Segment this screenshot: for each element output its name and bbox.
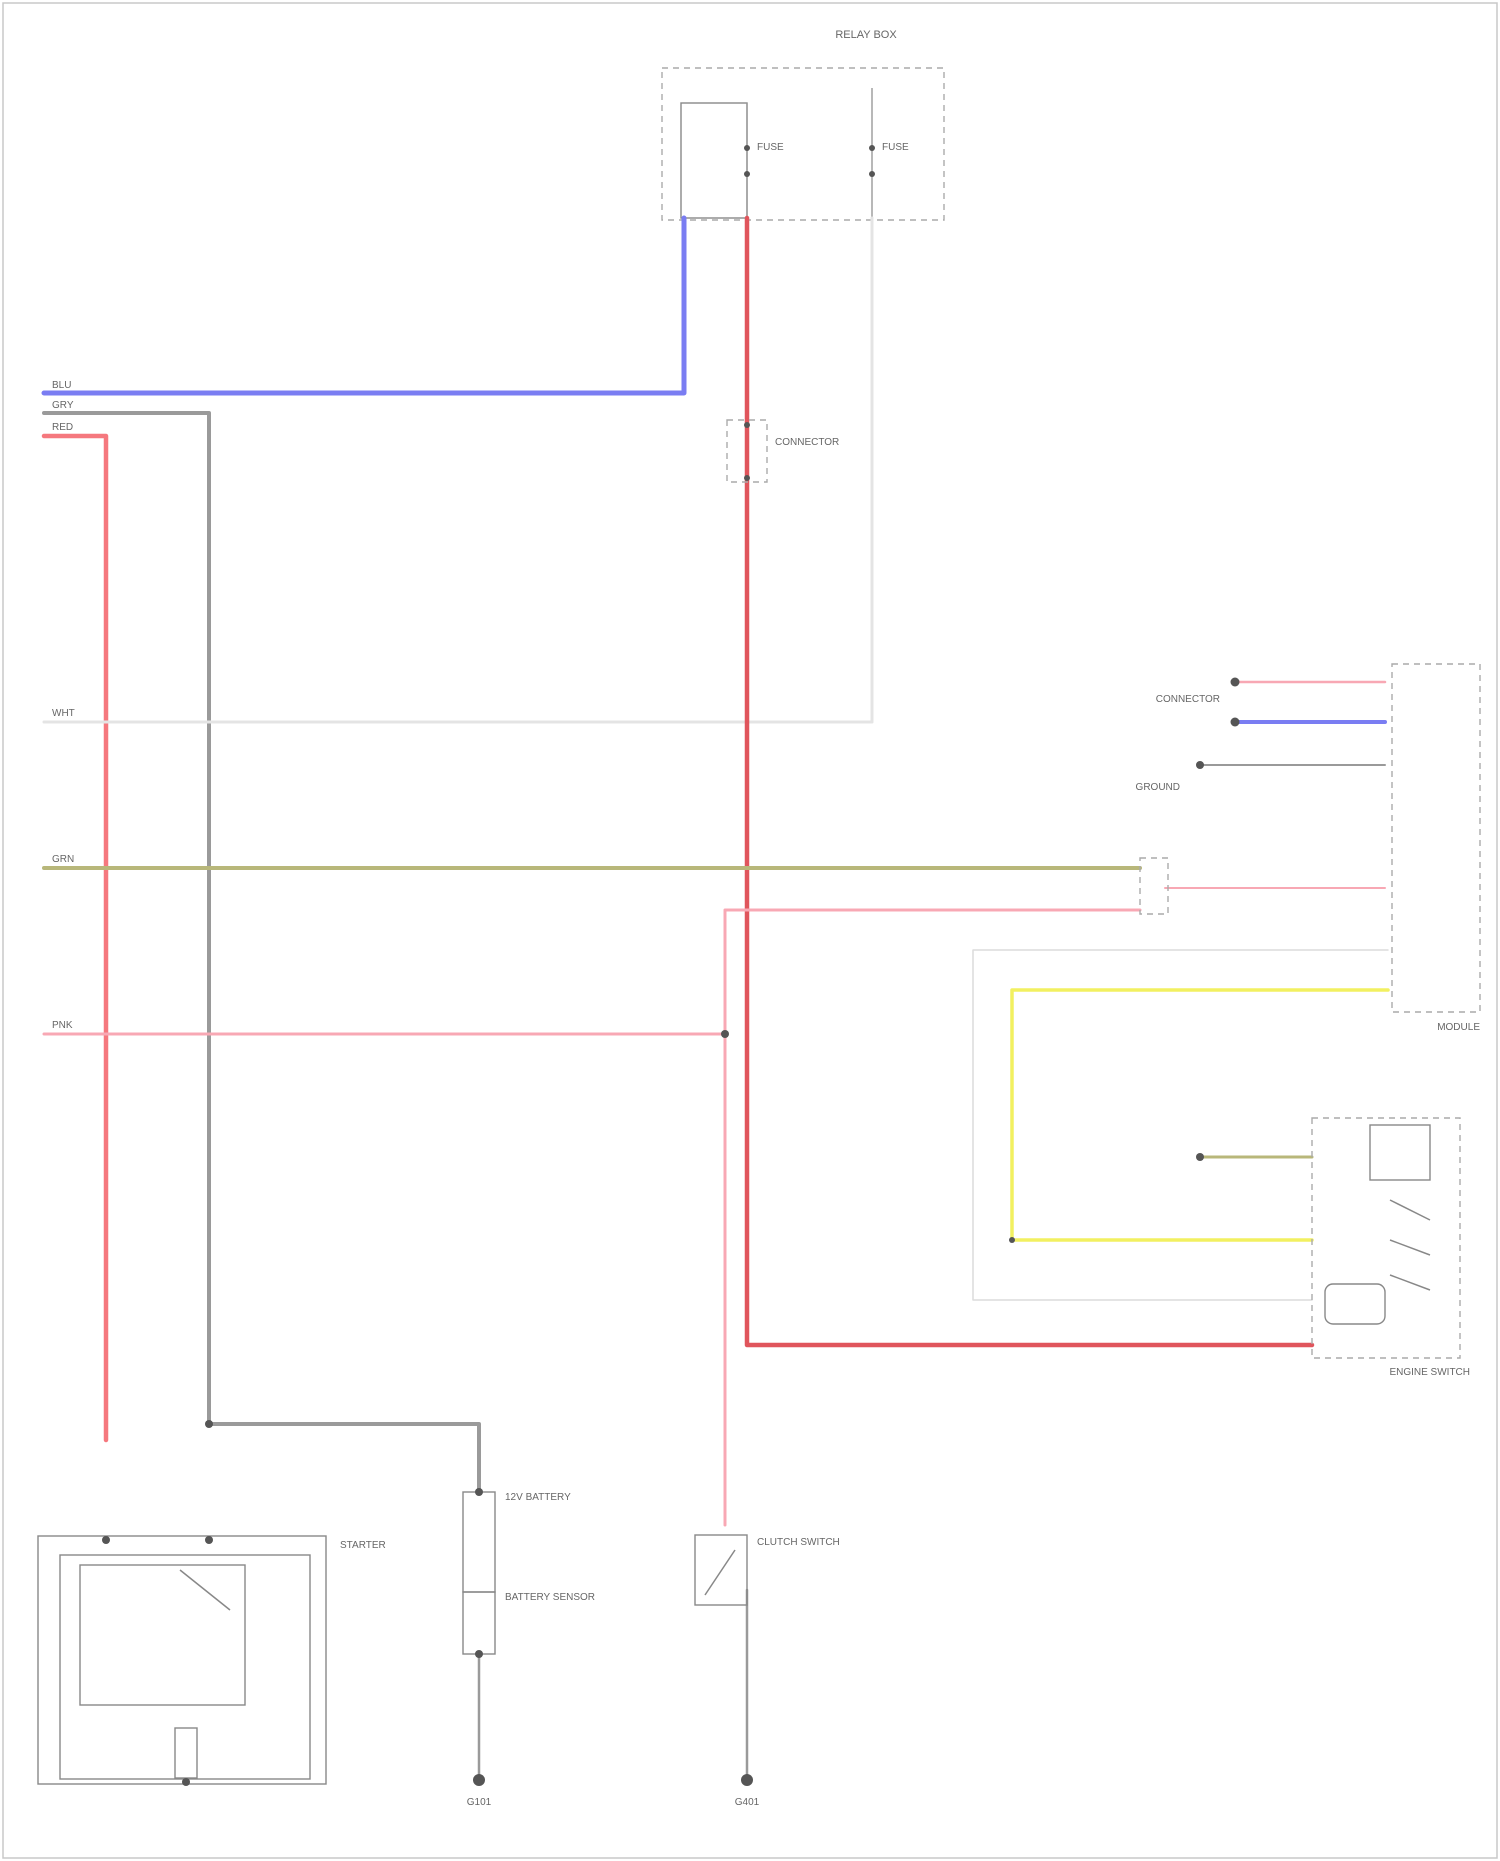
wire-red-center — [747, 218, 1312, 1345]
switch-motor — [1325, 1284, 1385, 1324]
starter-outline — [38, 1536, 326, 1784]
left-label-4: WHT — [52, 708, 75, 719]
ground-right: G401 — [735, 1774, 760, 1808]
left-label-2: GRY — [52, 400, 74, 411]
splice-gray — [205, 1420, 213, 1428]
fuse-b-label: FUSE — [882, 142, 909, 153]
switch-label: ENGINE SWITCH — [1389, 1367, 1470, 1378]
wire-pink-branch — [725, 910, 1140, 1525]
wire-blue — [44, 218, 684, 393]
battery-cells — [463, 1492, 495, 1592]
ground-left: G101 — [467, 1774, 492, 1808]
splice-pink — [721, 1030, 729, 1038]
clutch-switch: CLUTCH SWITCH — [695, 1535, 840, 1605]
relay-inner-box — [681, 103, 747, 218]
ground-right-label: G401 — [735, 1797, 760, 1808]
starter-label: STARTER — [340, 1540, 386, 1551]
switch-outline — [1312, 1118, 1460, 1358]
module-outline — [1392, 664, 1480, 1012]
fuse-a-label: FUSE — [757, 142, 784, 153]
clutch-label: CLUTCH SWITCH — [757, 1537, 840, 1548]
battery: 12V BATTERY BATTERY SENSOR — [463, 1488, 595, 1658]
left-label-1: BLU — [52, 380, 71, 391]
splice-yellow — [1009, 1237, 1015, 1243]
relay-box-title: RELAY BOX — [835, 29, 897, 41]
wire-lightgray — [973, 950, 1388, 1300]
module: MODULE CONNECTOR GROUND — [1136, 664, 1481, 1033]
right-ground-label: GROUND — [1136, 782, 1180, 793]
wire-yellow — [1012, 990, 1388, 1240]
relay-box: RELAY BOX FUSE FUSE — [662, 29, 944, 220]
left-label-5: GRN — [52, 854, 74, 865]
battery-label: 12V BATTERY — [505, 1492, 571, 1503]
wire-red-left — [44, 436, 106, 1440]
switch-coil — [1370, 1125, 1430, 1180]
battery-sensor-box — [463, 1592, 495, 1654]
module-label: MODULE — [1437, 1022, 1480, 1033]
mid-connector-label: CONNECTOR — [775, 437, 839, 448]
left-label-6: PNK — [52, 1020, 73, 1031]
page-frame — [3, 3, 1497, 1858]
right-connector-label: CONNECTOR — [1156, 694, 1220, 705]
ground-left-label: G101 — [467, 1797, 492, 1808]
left-label-3: RED — [52, 422, 73, 433]
starter: STARTER — [38, 1536, 386, 1786]
wire-gray — [44, 413, 479, 1492]
battery-sensor-label: BATTERY SENSOR — [505, 1592, 595, 1603]
starter-motor — [175, 1728, 197, 1778]
mid-connector: CONNECTOR — [727, 420, 839, 482]
